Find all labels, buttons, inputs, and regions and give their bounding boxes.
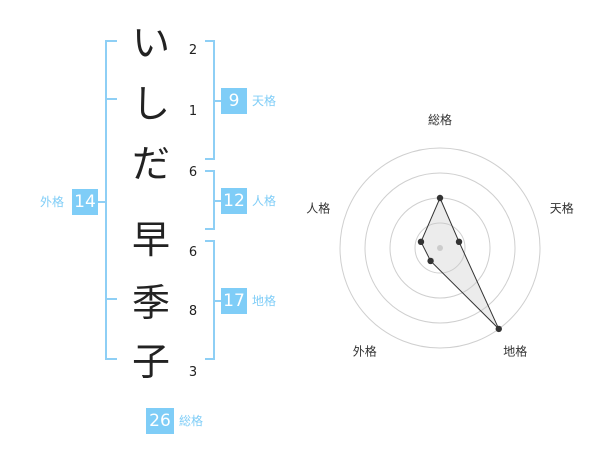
jinkaku-label: 人格 xyxy=(252,194,277,208)
surname-strokes-2: 1 xyxy=(188,104,198,119)
radar-ring-4 xyxy=(339,147,541,349)
surname-char-3: だ xyxy=(131,142,170,186)
gaikaku-bracket xyxy=(105,40,117,360)
given-char-2: 季 xyxy=(131,281,170,325)
surname-char-1: い xyxy=(131,21,170,65)
tenkaku-label: 天格 xyxy=(252,94,277,108)
radar-axis-label-2: 天格 xyxy=(550,200,574,215)
radar-axis-label-1: 総格 xyxy=(428,112,452,127)
given-char-3: 子 xyxy=(131,340,170,384)
radar-point-1 xyxy=(436,194,444,202)
jinkaku-value-badge: 12 xyxy=(221,188,247,214)
radar-ring-1 xyxy=(414,222,466,274)
gaikaku-value-badge: 14 xyxy=(72,189,98,215)
surname-strokes-3: 6 xyxy=(188,165,198,180)
tenkaku-bracket-connector xyxy=(214,100,221,102)
radar-ring-3 xyxy=(364,172,516,324)
radar-center-dot xyxy=(437,245,443,251)
gaikaku-bracket-connector xyxy=(98,201,106,203)
radar-point-4 xyxy=(427,257,434,265)
soukaku-label: 総格 xyxy=(179,414,204,428)
chikaku-bracket-connector xyxy=(214,300,221,302)
radar-point-5 xyxy=(417,238,425,246)
gaikaku-bracket-tick-lower xyxy=(105,298,117,300)
given-strokes-1: 6 xyxy=(188,245,198,260)
radar-series-polygon xyxy=(420,196,500,330)
soukaku-value-badge: 26 xyxy=(146,408,174,434)
surname-strokes-1: 2 xyxy=(188,43,198,58)
radar-axis-label-3: 地格 xyxy=(503,344,527,359)
chikaku-value-badge: 17 xyxy=(221,288,247,314)
gaikaku-bracket-tick-upper xyxy=(105,98,117,100)
given-strokes-3: 3 xyxy=(188,365,198,380)
given-char-1: 早 xyxy=(131,218,170,262)
radar-point-2 xyxy=(455,238,463,246)
tenkaku-value-badge: 9 xyxy=(221,88,247,114)
surname-char-2: し xyxy=(131,82,170,126)
radar-axis-label-4: 外格 xyxy=(353,344,377,359)
radar-axis-label-5: 人格 xyxy=(306,200,330,215)
gaikaku-label: 外格 xyxy=(40,195,65,209)
radar-point-3 xyxy=(495,325,502,333)
jinkaku-bracket-connector xyxy=(214,200,221,202)
given-strokes-2: 8 xyxy=(188,304,198,319)
chikaku-label: 地格 xyxy=(252,294,277,308)
